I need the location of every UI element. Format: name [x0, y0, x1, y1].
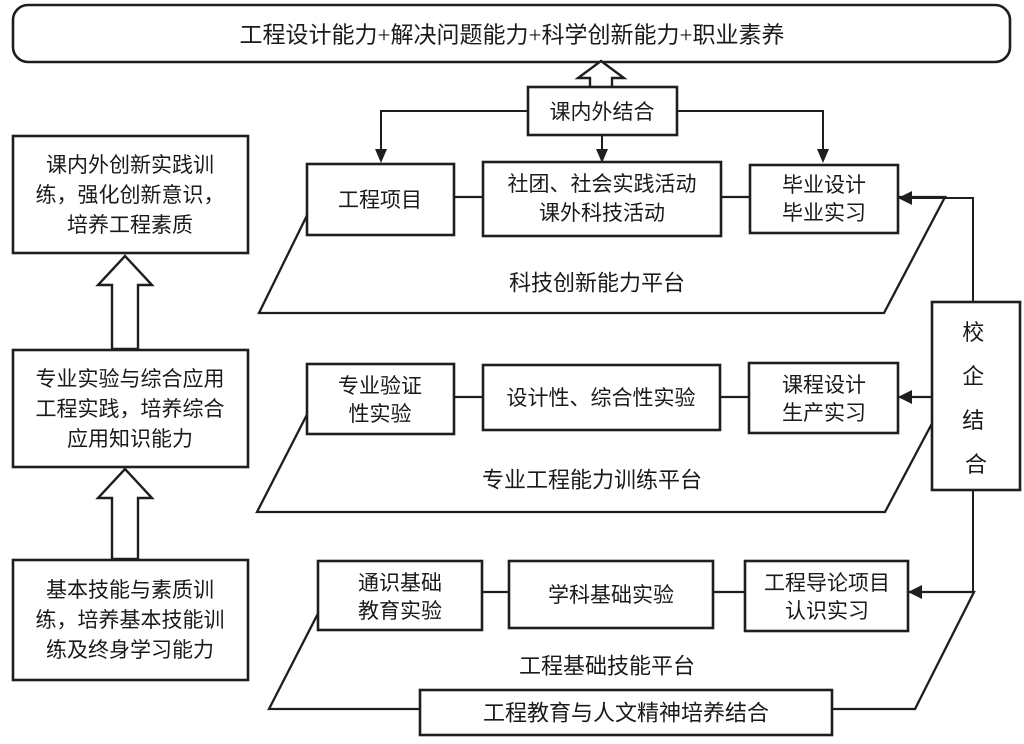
tier2-box1-line2: 性实验 — [349, 402, 412, 426]
school-enterprise-box — [930, 300, 1022, 492]
left-box2-line1: 专业实验与综合应用 — [36, 367, 225, 391]
tier1-box-engineering-projects — [305, 162, 456, 237]
school-enterprise-char4: 合 — [965, 452, 987, 477]
tier1-box2-line2: 课外科技活动 — [539, 201, 665, 225]
left-box-professional-practice — [11, 348, 250, 469]
tier2-box-verification-experiments — [305, 362, 456, 436]
left-arrowhead-icon — [898, 390, 912, 404]
up-block-arrow-icon — [95, 254, 155, 351]
tier3-box-intro-project-internship — [743, 559, 910, 633]
tier2-box2-label: 设计性、综合性实验 — [507, 386, 696, 410]
bottom-bar-label: 工程教育与人文精神培养结合 — [483, 701, 769, 726]
tier2-box3-line1: 课程设计 — [782, 373, 866, 397]
left-arrowhead-icon — [908, 585, 922, 599]
tier2-box-course-design-internship — [747, 361, 900, 435]
down-arrowhead-icon — [596, 149, 608, 163]
tier1-box3-line1: 毕业设计 — [782, 173, 866, 197]
tier2-box1-line1: 专业验证 — [338, 374, 422, 398]
tier1-box3-line2: 毕业实习 — [782, 201, 866, 225]
platform-tier1-label: 科技创新能力平台 — [509, 271, 685, 296]
tier3-box1-line1: 通识基础 — [358, 571, 442, 595]
school-enterprise-label: 校 企 结 合 — [962, 320, 990, 477]
up-block-arrow-icon — [574, 59, 628, 90]
tier2-box-design-comprehensive-experiments — [481, 363, 722, 432]
school-enterprise-char3: 结 — [962, 408, 984, 433]
tier2-box3-line2: 生产实习 — [782, 401, 866, 425]
left-box3-line3: 练及终身学习能力 — [46, 638, 214, 662]
left-box2-line2: 工程实践，培养综合 — [36, 397, 225, 421]
down-arrowhead-icon — [817, 149, 829, 163]
school-enterprise-char1: 校 — [962, 320, 984, 345]
bottom-bar-box — [418, 688, 834, 737]
hub-box — [526, 85, 679, 137]
goal-banner-box — [11, 3, 1012, 64]
tier1-box2-line1: 社团、社会实践活动 — [508, 172, 697, 196]
up-block-arrow-icon — [95, 467, 155, 561]
left-box3-line1: 基本技能与素质训 — [46, 578, 214, 602]
tier1-box1-label: 工程项目 — [338, 188, 422, 212]
tier3-box-discipline-basic-experiments — [507, 559, 715, 630]
left-box2-line3: 应用知识能力 — [67, 427, 193, 451]
platform-tier2-label: 专业工程能力训练平台 — [482, 468, 702, 493]
tier3-box3-line2: 认识实习 — [785, 599, 869, 623]
goal-banner-label: 工程设计能力+解决问题能力+科学创新能力+职业素养 — [240, 23, 785, 48]
hub-label: 课内外结合 — [550, 100, 655, 124]
tier1-box-societies-activities — [481, 160, 723, 238]
down-arrowhead-icon — [375, 149, 387, 163]
hub-right-connector — [677, 110, 824, 151]
left-box-basic-skills — [11, 558, 250, 682]
left-box3-line2: 练，培养基本技能训 — [36, 608, 225, 632]
platform-tier3-label: 工程基础技能平台 — [519, 654, 695, 679]
tier3-box1-line2: 教育实验 — [358, 599, 442, 623]
tier3-box-general-education-experiments — [316, 559, 484, 632]
tier3-box2-label: 学科基础实验 — [548, 583, 674, 607]
left-arrowhead-icon — [898, 191, 912, 205]
tier3-box3-line1: 工程导论项目 — [764, 571, 890, 595]
left-box1-line1: 课内外创新实践训 — [46, 153, 214, 177]
hub-left-connector — [380, 110, 528, 151]
left-box1-line2: 练，强化创新意识， — [36, 183, 225, 207]
tier1-box-graduation — [748, 163, 900, 235]
left-box-innovation-training — [11, 134, 250, 255]
left-box1-line3: 培养工程素质 — [67, 213, 193, 237]
tier1-right-feed-connector — [912, 197, 974, 302]
school-enterprise-char2: 企 — [962, 364, 984, 389]
